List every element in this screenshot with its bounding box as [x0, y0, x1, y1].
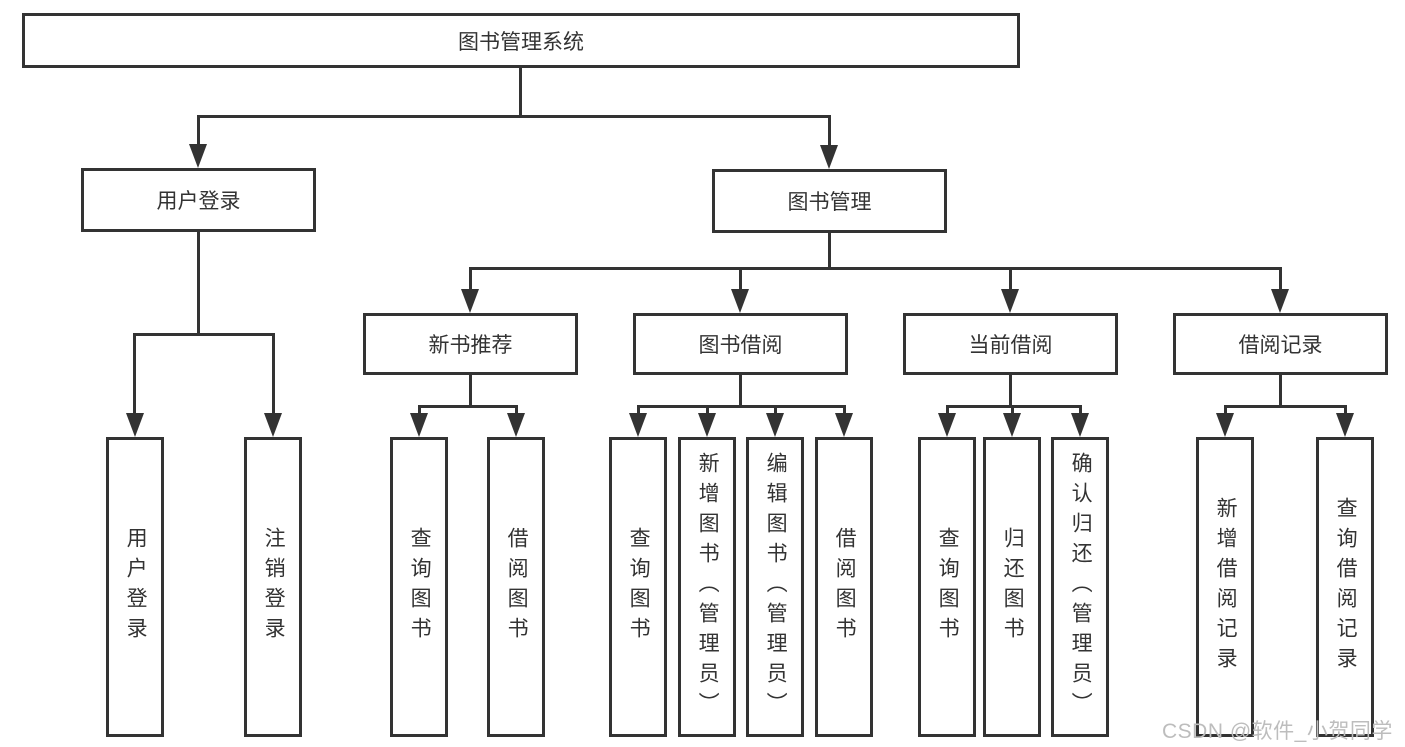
- connector-current-borrow-stem: [1009, 375, 1012, 408]
- arrowhead-cb-leaf2: [1003, 413, 1021, 437]
- connector-current-borrow-drop: [1009, 267, 1012, 291]
- arrowhead-nb-leaf2: [507, 413, 525, 437]
- node-new-books-label: 新书推荐: [428, 334, 513, 357]
- node-user-login-label: 用户登录: [156, 190, 241, 213]
- node-book-mgmt-label: 图书管理: [787, 191, 872, 214]
- connector-borrow-records-bar: [1224, 405, 1347, 408]
- connector-user-login-stem: [197, 232, 200, 336]
- connector-current-borrow-bar: [946, 405, 1082, 408]
- connector-book-borrow-bar: [637, 405, 846, 408]
- arrowhead-cb-leaf3: [1071, 413, 1089, 437]
- arrowhead-borrow-records: [1271, 289, 1289, 313]
- node-root-label: 图书管理系统: [458, 30, 584, 54]
- node-bb-query-books: 查询图书: [609, 437, 667, 737]
- node-logout-leaf-label: 注销登录: [262, 527, 286, 647]
- connector-cb-leaf3-drop: [1079, 405, 1082, 415]
- arrowhead-book-borrow: [731, 289, 749, 313]
- connector-bb-leaf2-drop: [706, 405, 709, 415]
- node-current-borrow-label: 当前借阅: [968, 334, 1053, 357]
- node-br-add-record-label: 新增借阅记录: [1214, 497, 1238, 677]
- connector-cb-leaf1-drop: [946, 405, 949, 415]
- node-current-borrow: 当前借阅: [903, 313, 1118, 375]
- connector-book-mgmt-stem: [828, 233, 831, 270]
- arrowhead-br-leaf1: [1216, 413, 1234, 437]
- node-bb-borrow-books: 借阅图书: [815, 437, 873, 737]
- arrowhead-br-leaf2: [1336, 413, 1354, 437]
- node-nb-query-books: 查询图书: [390, 437, 448, 737]
- arrowhead-bb-leaf4: [835, 413, 853, 437]
- arrowhead-logout-leaf: [264, 413, 282, 437]
- node-bb-borrow-books-label: 借阅图书: [833, 527, 857, 647]
- node-logout-leaf: 注销登录: [244, 437, 302, 737]
- node-borrow-records: 借阅记录: [1173, 313, 1388, 375]
- connector-level2-bar: [197, 115, 831, 118]
- node-book-mgmt: 图书管理: [712, 169, 947, 233]
- node-cb-confirm-return-admin: 确认归还（管理员）: [1051, 437, 1109, 737]
- connector-bb-leaf3-drop: [774, 405, 777, 415]
- connector-new-books-bar: [418, 405, 518, 408]
- node-bb-query-books-label: 查询图书: [627, 527, 651, 647]
- node-bb-edit-books-admin-label: 编辑图书（管理员）: [764, 452, 788, 722]
- node-new-books: 新书推荐: [363, 313, 578, 375]
- node-borrow-records-label: 借阅记录: [1238, 334, 1323, 357]
- node-bb-add-books-admin-label: 新增图书（管理员）: [696, 452, 720, 722]
- csdn-watermark: CSDN @软件_小贺同学: [1162, 720, 1393, 743]
- node-bb-edit-books-admin: 编辑图书（管理员）: [746, 437, 804, 737]
- node-br-query-record-label: 查询借阅记录: [1334, 497, 1358, 677]
- connector-book-borrow-stem: [739, 375, 742, 408]
- node-user-login-leaf-label: 用户登录: [124, 527, 148, 647]
- node-cb-return-books-label: 归还图书: [1001, 527, 1025, 647]
- node-br-add-record: 新增借阅记录: [1196, 437, 1254, 737]
- arrowhead-user-login: [189, 144, 207, 168]
- connector-book-borrow-drop: [739, 267, 742, 291]
- node-book-borrow: 图书借阅: [633, 313, 848, 375]
- arrowhead-new-books: [461, 289, 479, 313]
- node-root: 图书管理系统: [22, 13, 1020, 68]
- connector-user-login-drop: [197, 115, 200, 146]
- arrowhead-login-leaf: [126, 413, 144, 437]
- node-cb-query-books: 查询图书: [918, 437, 976, 737]
- connector-bb-leaf1-drop: [637, 405, 640, 415]
- node-user-login-leaf: 用户登录: [106, 437, 164, 737]
- connector-br-leaf1-drop: [1224, 405, 1227, 415]
- arrowhead-current-borrow: [1001, 289, 1019, 313]
- connector-nb-leaf2-drop: [515, 405, 518, 415]
- node-bb-add-books-admin: 新增图书（管理员）: [678, 437, 736, 737]
- connector-br-leaf2-drop: [1344, 405, 1347, 415]
- connector-nb-leaf1-drop: [418, 405, 421, 415]
- arrowhead-book-mgmt: [820, 145, 838, 169]
- arrowhead-bb-leaf1: [629, 413, 647, 437]
- arrowhead-bb-leaf2: [698, 413, 716, 437]
- connector-root-stem: [519, 68, 522, 118]
- connector-login-leaf-drop: [133, 333, 136, 414]
- connector-borrow-records-drop: [1279, 267, 1282, 291]
- node-cb-return-books: 归还图书: [983, 437, 1041, 737]
- arrowhead-bb-leaf3: [766, 413, 784, 437]
- connector-bb-leaf4-drop: [843, 405, 846, 415]
- arrowhead-nb-leaf1: [410, 413, 428, 437]
- connector-logout-leaf-drop: [272, 333, 275, 414]
- connector-new-books-stem: [469, 375, 472, 408]
- connector-new-books-drop: [469, 267, 472, 291]
- node-nb-borrow-books: 借阅图书: [487, 437, 545, 737]
- node-user-login: 用户登录: [81, 168, 316, 232]
- connector-borrow-records-stem: [1279, 375, 1282, 408]
- node-nb-borrow-books-label: 借阅图书: [505, 527, 529, 647]
- connector-user-login-bar: [133, 333, 275, 336]
- node-cb-confirm-return-admin-label: 确认归还（管理员）: [1069, 452, 1093, 722]
- node-cb-query-books-label: 查询图书: [936, 527, 960, 647]
- node-book-borrow-label: 图书借阅: [698, 334, 783, 357]
- node-br-query-record: 查询借阅记录: [1316, 437, 1374, 737]
- connector-cb-leaf2-drop: [1011, 405, 1014, 415]
- connector-book-mgmt-drop: [828, 115, 831, 147]
- connector-level3-bar: [469, 267, 1282, 270]
- node-nb-query-books-label: 查询图书: [408, 527, 432, 647]
- arrowhead-cb-leaf1: [938, 413, 956, 437]
